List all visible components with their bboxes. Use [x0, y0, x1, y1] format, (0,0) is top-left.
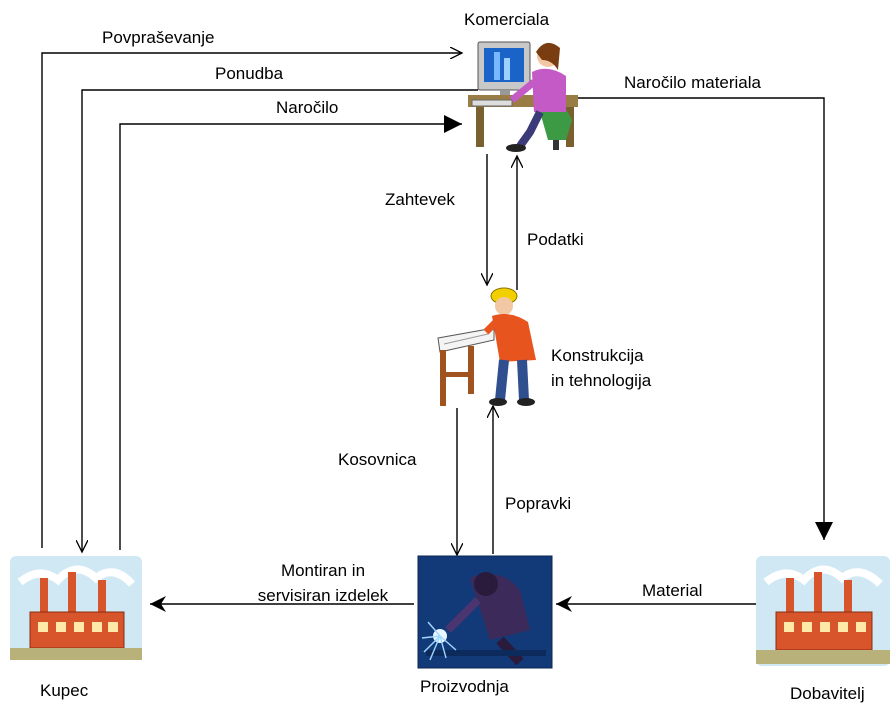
arrow-narocilo	[119, 115, 462, 550]
flow-label-podatki: Podatki	[527, 230, 584, 249]
node-label-komerciala: Komerciala	[464, 10, 550, 29]
arrow-narocilo-materiala	[578, 97, 833, 540]
node-label-konstrukcija-line2: in tehnologija	[551, 371, 652, 390]
flow-label-narocilo: Naročilo	[276, 98, 339, 117]
node-label-proizvodnja: Proizvodnja	[420, 677, 509, 696]
flow-label-kosovnica: Kosovnica	[338, 450, 417, 469]
flow-label-montiran-line1: Montiran in	[280, 561, 366, 580]
factory-icon	[10, 556, 142, 660]
flow-label-montiran-line2: servisiran izdelek	[257, 586, 389, 605]
flow-label-povprasevanje: Povpraševanje	[102, 28, 215, 47]
flow-label-ponudba: Ponudba	[215, 64, 284, 83]
flow-label-material: Material	[642, 581, 703, 600]
flow-label-zahtevek: Zahtevek	[385, 190, 455, 209]
factory-icon	[756, 556, 890, 666]
arrow-povprasevanje	[41, 53, 462, 548]
node-label-kupec: Kupec	[40, 681, 89, 700]
node-label-dobavitelj: Dobavitelj	[790, 684, 865, 703]
office-worker-computer-icon	[468, 41, 578, 152]
welder-icon	[417, 555, 553, 669]
flow-label-popravki: Popravki	[505, 494, 572, 513]
node-label-konstrukcija-line1: Konstrukcija	[551, 346, 644, 365]
flow-label-narocilo-materiala: Naročilo materiala	[624, 73, 761, 92]
engineer-drafting-icon	[437, 287, 536, 406]
arrow-ponudba	[82, 89, 478, 552]
